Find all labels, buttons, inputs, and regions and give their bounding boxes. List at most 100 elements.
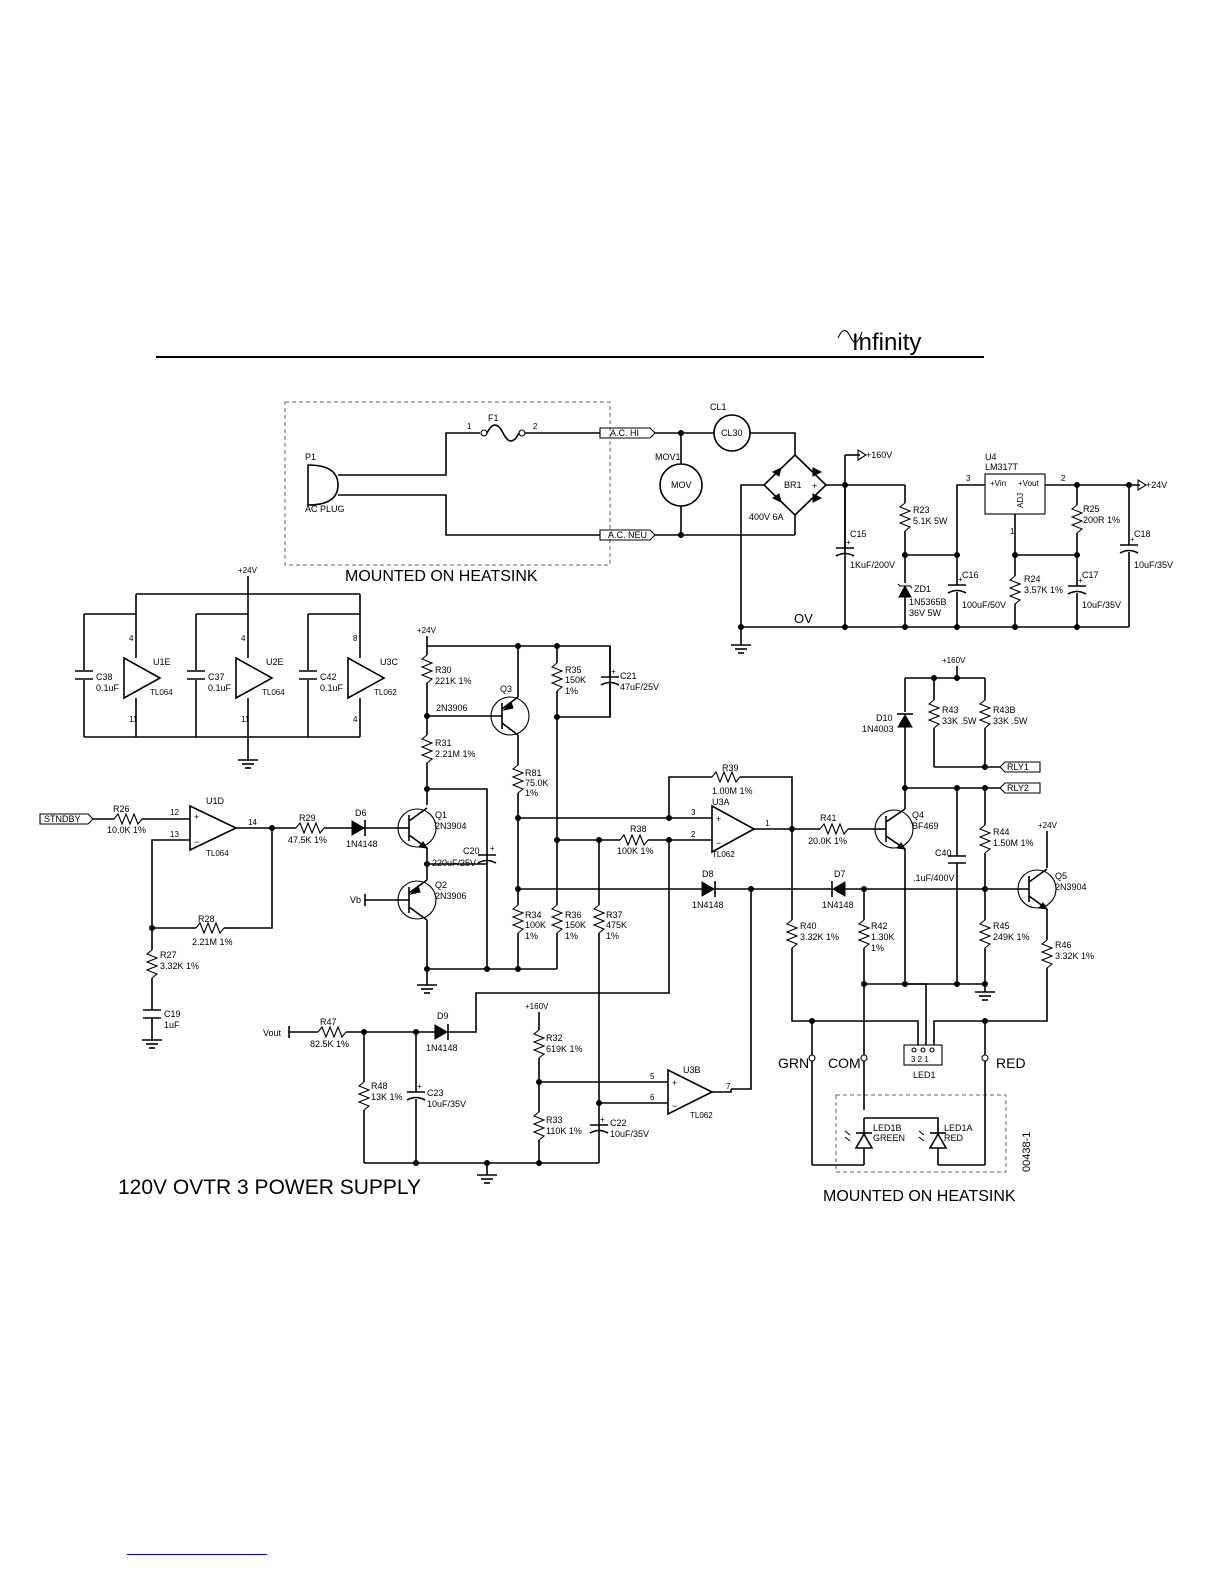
svg-text:RED: RED xyxy=(996,1055,1026,1071)
r40: R40 3.32K 1% xyxy=(785,919,839,949)
svg-text:C40: C40 xyxy=(935,848,952,858)
r81: R81 75.0K 1% xyxy=(511,764,549,798)
svg-text:+: + xyxy=(1130,535,1135,544)
svg-text:47uF/25V: 47uF/25V xyxy=(620,682,659,692)
heatsink-box-top xyxy=(284,401,611,566)
svg-text:C38: C38 xyxy=(96,672,113,682)
svg-text:U3C: U3C xyxy=(380,657,399,667)
svg-text:4: 4 xyxy=(241,634,246,643)
opamp-u3c: U3C TL062 8 4 xyxy=(347,634,399,724)
svg-text:R38: R38 xyxy=(630,824,647,834)
svg-text:D6: D6 xyxy=(355,808,367,818)
svg-text:1%: 1% xyxy=(565,931,578,941)
svg-text:LED1A: LED1A xyxy=(944,1123,973,1133)
svg-text:+: + xyxy=(1078,576,1083,585)
svg-text:220uF/25V: 220uF/25V xyxy=(432,858,476,868)
svg-text:Q1: Q1 xyxy=(435,810,447,820)
svg-text:TL062: TL062 xyxy=(374,688,397,697)
svg-text:221K 1%: 221K 1% xyxy=(435,676,472,686)
svg-text:1N4148: 1N4148 xyxy=(692,900,724,910)
svg-text:4: 4 xyxy=(353,715,358,724)
svg-text:RLY1: RLY1 xyxy=(1007,762,1029,772)
svg-text:P1: P1 xyxy=(305,452,316,462)
svg-text:3.32K 1%: 3.32K 1% xyxy=(800,932,839,942)
net-p24-a: +24V xyxy=(1146,480,1167,490)
svg-text:R47: R47 xyxy=(320,1017,337,1027)
diode-d6: D6 1N4148 xyxy=(346,808,378,849)
svg-text:+: + xyxy=(611,667,616,676)
led1-connector: 3 2 1 LED1 xyxy=(903,1044,943,1080)
r44: R44 1.50M 1% xyxy=(978,788,1034,920)
connector-red: RED xyxy=(981,1054,1026,1071)
svg-text:MOV: MOV xyxy=(671,480,692,490)
svg-text:14: 14 xyxy=(248,818,257,827)
svg-text:R27: R27 xyxy=(160,950,177,960)
heatsink-note-bottom: MOUNTED ON HEATSINK xyxy=(823,1188,1016,1205)
svg-text:R43: R43 xyxy=(942,705,959,715)
logo-text: Infinity xyxy=(852,329,921,356)
r30: R30 221K 1% xyxy=(420,654,472,686)
ground-q2 xyxy=(417,984,437,994)
svg-text:R32: R32 xyxy=(546,1033,563,1043)
mov1: MOV MOV1 xyxy=(655,452,703,507)
svg-text:1.30K: 1.30K xyxy=(871,932,895,942)
svg-text:4: 4 xyxy=(129,634,134,643)
svg-text:LED1: LED1 xyxy=(913,1070,936,1080)
svg-text:R46: R46 xyxy=(1055,940,1072,950)
svg-text:13: 13 xyxy=(170,830,179,839)
svg-text:3: 3 xyxy=(966,474,971,483)
net-rly2: RLY2 xyxy=(999,782,1041,794)
svg-text:1%: 1% xyxy=(871,943,884,953)
transistor-q3: Q3 2N3906 xyxy=(436,684,530,736)
svg-text:U3B: U3B xyxy=(683,1065,701,1075)
transistor-q5: Q5 2N3904 xyxy=(1010,868,1087,910)
svg-text:RLY2: RLY2 xyxy=(1007,783,1029,793)
svg-text:0.1uF: 0.1uF xyxy=(208,683,232,693)
svg-text:475K: 475K xyxy=(606,920,627,930)
svg-text:8: 8 xyxy=(353,634,358,643)
svg-text:D7: D7 xyxy=(834,869,846,879)
net-p160-c: +160V xyxy=(525,1002,549,1011)
r35: R35 150K 1% xyxy=(550,646,586,696)
ground-u3b xyxy=(477,1163,497,1184)
drawing-number: 00438-1 xyxy=(1021,1132,1033,1172)
svg-text:1N4148: 1N4148 xyxy=(426,1043,458,1053)
svg-text:10uF/35V: 10uF/35V xyxy=(1082,600,1121,610)
svg-text:A.C. NEU: A.C. NEU xyxy=(608,530,647,540)
svg-text:R40: R40 xyxy=(800,921,817,931)
ground-opamps xyxy=(238,759,258,769)
svg-text:1uF: 1uF xyxy=(164,1020,180,1030)
c42: C42 0.1uF xyxy=(299,670,344,693)
svg-text:+: + xyxy=(600,1115,605,1124)
svg-text:C18: C18 xyxy=(1134,529,1151,539)
svg-text:RED: RED xyxy=(944,1133,964,1143)
net-vout: Vout xyxy=(263,1028,282,1038)
net-rly1: RLY1 xyxy=(999,761,1041,773)
svg-text:F1: F1 xyxy=(488,413,499,423)
svg-text:200R 1%: 200R 1% xyxy=(1083,515,1120,525)
opamp-u1d: + − U1D TL064 12 13 14 xyxy=(170,796,257,858)
svg-text:R42: R42 xyxy=(871,921,888,931)
svg-text:82.5K 1%: 82.5K 1% xyxy=(310,1039,349,1049)
r27: R27 3.32K 1% xyxy=(145,928,199,1010)
svg-text:R29: R29 xyxy=(299,813,316,823)
svg-text:R45: R45 xyxy=(993,921,1010,931)
svg-text:R35: R35 xyxy=(565,665,582,675)
opamp-u1e: U1E TL064 4 11 xyxy=(123,634,173,724)
svg-text:.1uF/400V: .1uF/400V xyxy=(913,873,955,883)
svg-text:1N4148: 1N4148 xyxy=(346,839,378,849)
r36: R36 150K 1% xyxy=(550,904,586,941)
svg-text:1%: 1% xyxy=(606,931,619,941)
r24: R24 3.57K 1% xyxy=(1008,555,1063,627)
svg-text:150K: 150K xyxy=(565,675,586,685)
svg-text:5: 5 xyxy=(650,1072,655,1081)
svg-text:R24: R24 xyxy=(1024,574,1041,584)
svg-text:Q5: Q5 xyxy=(1055,871,1067,881)
svg-text:TL062: TL062 xyxy=(712,850,735,859)
svg-text:R48: R48 xyxy=(371,1081,388,1091)
svg-text:7: 7 xyxy=(726,1082,731,1091)
svg-text:U4: U4 xyxy=(985,452,997,462)
c23: + C23 10uF/35V xyxy=(406,1032,466,1163)
c20: + C20 220uF/25V xyxy=(427,844,497,868)
